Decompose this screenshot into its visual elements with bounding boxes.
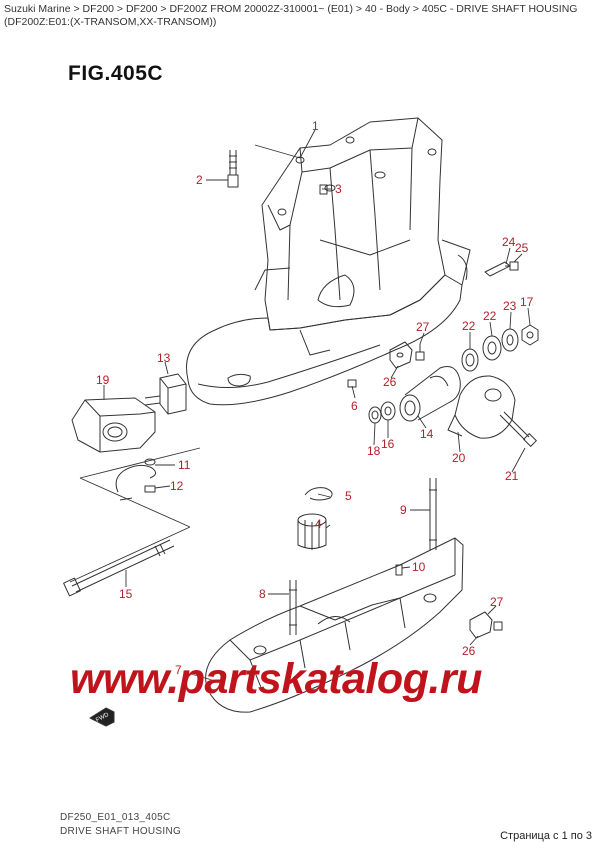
part-clip-26 [389,341,413,369]
part-stud-15 [63,539,175,597]
part-screw-27 [415,344,425,361]
callout-25: 25 [515,241,529,255]
part-washer-22b [482,335,502,361]
part-seal-18 [368,406,382,424]
callout-23: 23 [503,299,517,313]
fwd-arrow [89,707,115,727]
watermark: www.partskatalog.ru [70,655,482,703]
leader-lines [69,129,531,681]
part-drive-shaft-housing [186,117,471,406]
callout-10: 10 [412,560,426,574]
callout-21: 21 [505,469,519,483]
callout-27a: 27 [416,320,430,334]
breadcrumb: Suzuki Marine > DF200 > DF200 > DF200Z F… [4,3,578,28]
callout-26a: 26 [383,375,397,389]
callout-4: 4 [315,517,322,531]
callout-9: 9 [400,503,407,517]
callout-16: 16 [381,437,395,451]
page-info: Страница с 1 по 3 [500,830,592,842]
callout-7: 7 [175,663,182,677]
callout-2: 2 [196,173,203,187]
callout-12: 12 [170,479,184,493]
part-stud-9 [429,478,437,550]
callout-5: 5 [345,489,352,503]
callout-24: 24 [502,235,516,249]
part-screw-6 [347,379,357,388]
part-plate-24 [484,261,511,277]
callout-22a: 22 [462,319,476,333]
figure-title: FIG.405C [68,62,164,85]
part-screw-10 [395,564,403,576]
part-nut-17 [521,324,539,346]
part-grommet-13 [144,373,187,415]
part-washer-22 [461,348,479,372]
part-clamp-19 [71,397,156,453]
part-sleeve-4 [297,513,327,550]
part-clip-11-12 [115,458,156,501]
part-screw-3 [319,184,328,195]
callout-15: 15 [119,587,133,601]
callout-6: 6 [351,399,358,413]
callout-11: 11 [178,458,191,472]
part-clip-5 [304,487,333,501]
part-seal-16 [380,401,396,421]
callout-8: 8 [259,587,266,601]
callout-20: 20 [452,451,466,465]
callout-3: 3 [335,182,342,196]
callout-26b: 26 [462,644,476,658]
callout-27b: 27 [490,595,504,609]
part-clip-26b [469,611,493,639]
callout-17: 17 [520,295,534,309]
callout-labels: 1 2 3 4 5 6 7 8 9 10 11 12 13 14 15 16 1… [96,119,534,677]
callout-19: 19 [96,373,110,387]
callout-1: 1 [312,119,319,133]
part-screw-27b [493,621,503,631]
callout-18: 18 [367,444,381,458]
callout-14: 14 [420,427,434,441]
callout-13: 13 [157,351,171,365]
footer-code: DF250_E01_013_405C [60,812,171,823]
part-washer-23 [501,328,519,352]
footer-name: DRIVE SHAFT HOUSING [60,826,182,837]
part-lower-housing-7 [205,537,464,713]
part-bolt-2 [227,150,239,188]
part-bracket-20 [447,375,537,447]
callout-22b: 22 [483,309,497,323]
part-bushing-14 [399,366,461,422]
